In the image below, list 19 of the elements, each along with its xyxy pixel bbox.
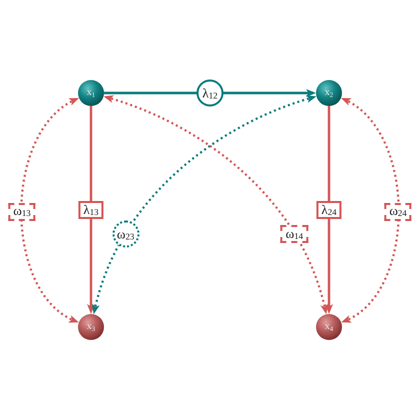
- edge-label: λ$_{13}$: [78, 201, 104, 219]
- state-label: x$_{4}$: [324, 322, 334, 332]
- edge-label: λ$_{12}$: [196, 80, 224, 106]
- edge-label: ω$_{23}$: [112, 220, 140, 248]
- edge-label: ω$_{13}$: [8, 202, 36, 221]
- state-sphere: [316, 80, 342, 106]
- state-label: x$_{3}$: [86, 322, 96, 332]
- state-sphere: [78, 80, 104, 106]
- state-label: x$_{2}$: [324, 88, 334, 98]
- dotted-arrow: [20, 98, 79, 323]
- state-sphere: [78, 314, 104, 340]
- dotted-arrow: [341, 98, 400, 323]
- edge-label: ω$_{14}$: [280, 225, 308, 244]
- state-sphere: [316, 314, 342, 340]
- arrow: [325, 106, 333, 314]
- edge-label: λ$_{24}$: [316, 201, 342, 219]
- arrow: [87, 106, 95, 314]
- edge-label: ω$_{24}$: [384, 202, 412, 221]
- state-label: x$_{1}$: [86, 88, 96, 98]
